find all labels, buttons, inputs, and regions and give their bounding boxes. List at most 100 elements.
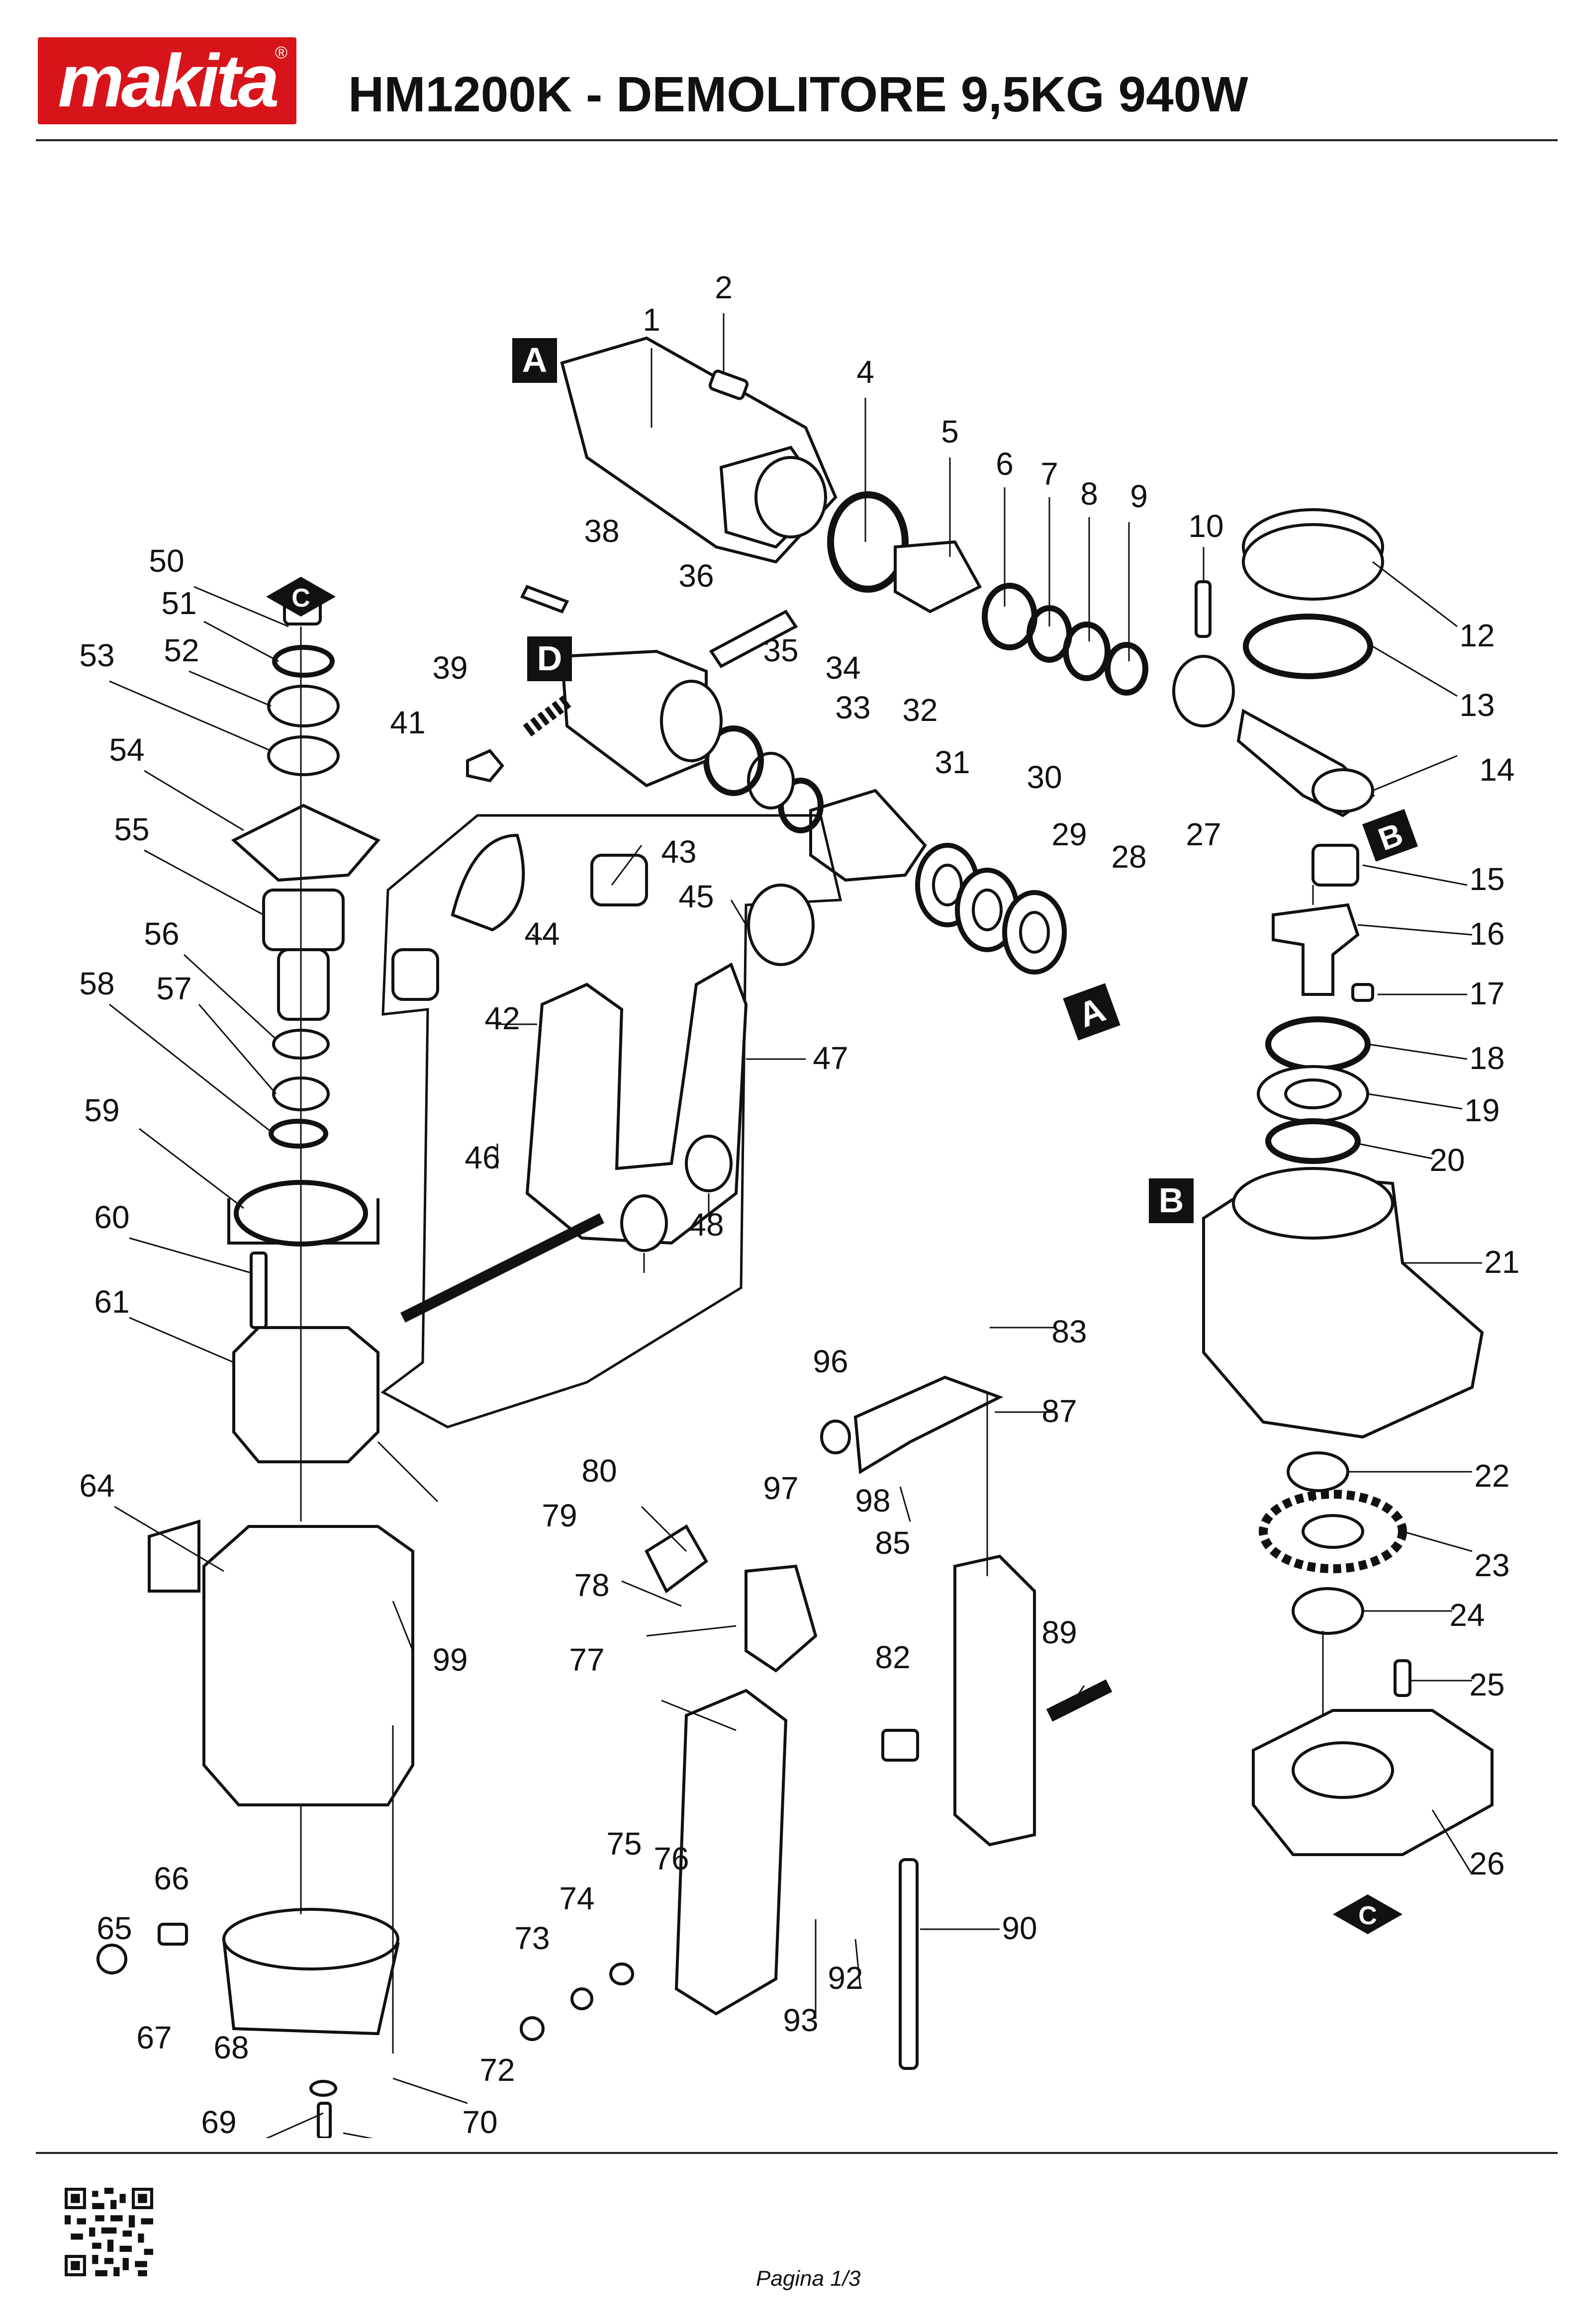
logo-wordmark: makita — [58, 39, 279, 122]
part-callout-15: 15 — [1469, 861, 1504, 897]
svg-text:B: B — [1159, 1181, 1184, 1220]
part-callout-72: 72 — [479, 2052, 515, 2088]
part-callout-27: 27 — [1186, 816, 1221, 852]
part-callout-64: 64 — [79, 1468, 114, 1504]
part-callout-65: 65 — [96, 1910, 132, 1946]
part-callout-59: 59 — [84, 1092, 119, 1128]
svg-text:C: C — [291, 584, 310, 613]
part-callout-48: 48 — [688, 1207, 724, 1243]
makita-logo: makita ® — [38, 37, 296, 124]
part-callout-55: 55 — [114, 811, 149, 847]
part-callout-36: 36 — [678, 558, 714, 594]
reference-marker-b-bottom — [1149, 1178, 1194, 1223]
part-callout-57: 57 — [156, 971, 191, 1006]
part-callout-67: 67 — [136, 2020, 172, 2056]
page-header: makita ® HM1200K - DEMOLITORE 9,5KG 940W — [0, 0, 1589, 144]
part-callout-76: 76 — [654, 1841, 689, 1877]
part-callout-52: 52 — [164, 632, 199, 668]
part-callout-9: 9 — [1130, 478, 1148, 514]
part-callout-29: 29 — [1051, 816, 1087, 852]
part-callout-21: 21 — [1484, 1244, 1519, 1280]
part-callout-16: 16 — [1469, 916, 1504, 952]
part-callout-87: 87 — [1041, 1393, 1077, 1429]
header-divider — [36, 139, 1558, 141]
svg-text:C: C — [1358, 1901, 1377, 1930]
part-callout-44: 44 — [524, 916, 560, 952]
part-callout-43: 43 — [661, 834, 696, 870]
part-callout-70: 70 — [462, 2104, 497, 2138]
part-callout-89: 89 — [1041, 1614, 1077, 1650]
part-callout-6: 6 — [996, 446, 1014, 482]
reference-marker-c-bottom — [1333, 1894, 1402, 1934]
part-callout-74: 74 — [559, 1880, 594, 1916]
part-callout-39: 39 — [432, 650, 467, 686]
reference-marker-c-top — [266, 577, 336, 617]
part-callout-5: 5 — [941, 414, 959, 449]
svg-text:D: D — [537, 639, 562, 678]
reference-marker-a-top — [512, 338, 557, 383]
part-callout-82: 82 — [875, 1639, 910, 1675]
part-callout-66: 66 — [154, 1861, 189, 1896]
part-callout-38: 38 — [584, 513, 619, 549]
part-callout-31: 31 — [935, 744, 970, 780]
part-callout-54: 54 — [109, 732, 144, 768]
part-callout-93: 93 — [783, 2002, 818, 2038]
part-callout-83: 83 — [1051, 1314, 1087, 1349]
part-callout-97: 97 — [763, 1470, 798, 1506]
page-number: Pagina 1/3 — [756, 2266, 861, 2291]
part-callout-75: 75 — [606, 1826, 642, 1862]
part-callout-80: 80 — [581, 1453, 617, 1489]
part-callout-14: 14 — [1479, 752, 1514, 788]
footer-divider — [36, 2152, 1558, 2154]
part-callout-50: 50 — [149, 543, 184, 579]
diagram-artwork: A A B B C C D 12456789101213141516171819… — [79, 269, 1520, 2138]
part-callout-46: 46 — [465, 1140, 500, 1175]
part-callout-79: 79 — [542, 1498, 577, 1533]
part-callout-60: 60 — [94, 1199, 129, 1235]
qr-code-icon[interactable] — [65, 2188, 153, 2276]
part-callout-45: 45 — [678, 879, 714, 914]
svg-text:A: A — [522, 341, 548, 379]
part-callout-25: 25 — [1469, 1667, 1504, 1702]
part-callout-53: 53 — [79, 637, 114, 673]
reference-marker-group: A A B B C C D — [266, 338, 1418, 1934]
part-callout-51: 51 — [161, 585, 196, 621]
registered-mark-icon: ® — [275, 43, 287, 62]
part-callout-35: 35 — [763, 632, 798, 668]
part-callout-24: 24 — [1449, 1597, 1485, 1633]
part-callout-98: 98 — [855, 1483, 890, 1519]
part-callout-69: 69 — [201, 2104, 236, 2138]
part-callout-33: 33 — [835, 690, 870, 725]
part-callout-8: 8 — [1080, 476, 1098, 512]
part-callout-19: 19 — [1464, 1092, 1499, 1128]
part-callout-90: 90 — [1002, 1910, 1037, 1946]
part-callout-42: 42 — [484, 1000, 520, 1036]
part-callout-10: 10 — [1188, 508, 1223, 544]
part-callout-22: 22 — [1474, 1458, 1509, 1494]
reference-marker-b-top — [1362, 809, 1418, 862]
reference-marker-d — [527, 636, 572, 681]
part-callout-7: 7 — [1040, 456, 1058, 492]
part-callout-20: 20 — [1429, 1142, 1465, 1178]
part-callout-41: 41 — [390, 705, 425, 740]
part-callout-1: 1 — [643, 302, 660, 338]
part-callout-32: 32 — [902, 692, 937, 728]
part-callout-92: 92 — [828, 1960, 863, 1996]
part-callout-28: 28 — [1111, 839, 1146, 875]
part-callout-47: 47 — [813, 1040, 848, 1076]
part-callout-99: 99 — [432, 1642, 467, 1678]
part-callout-30: 30 — [1027, 759, 1062, 795]
document-title: HM1200K - DEMOLITORE 9,5KG 940W — [348, 67, 1248, 122]
part-callout-58: 58 — [79, 966, 114, 1001]
part-callout-85: 85 — [875, 1525, 910, 1561]
part-callout-78: 78 — [574, 1567, 609, 1603]
part-callout-77: 77 — [569, 1642, 604, 1678]
part-callout-96: 96 — [813, 1343, 848, 1379]
part-callout-4: 4 — [856, 354, 874, 390]
part-callout-73: 73 — [514, 1920, 550, 1956]
part-callout-26: 26 — [1469, 1846, 1504, 1881]
part-callout-34: 34 — [825, 650, 860, 686]
part-callout-68: 68 — [213, 2030, 249, 2065]
